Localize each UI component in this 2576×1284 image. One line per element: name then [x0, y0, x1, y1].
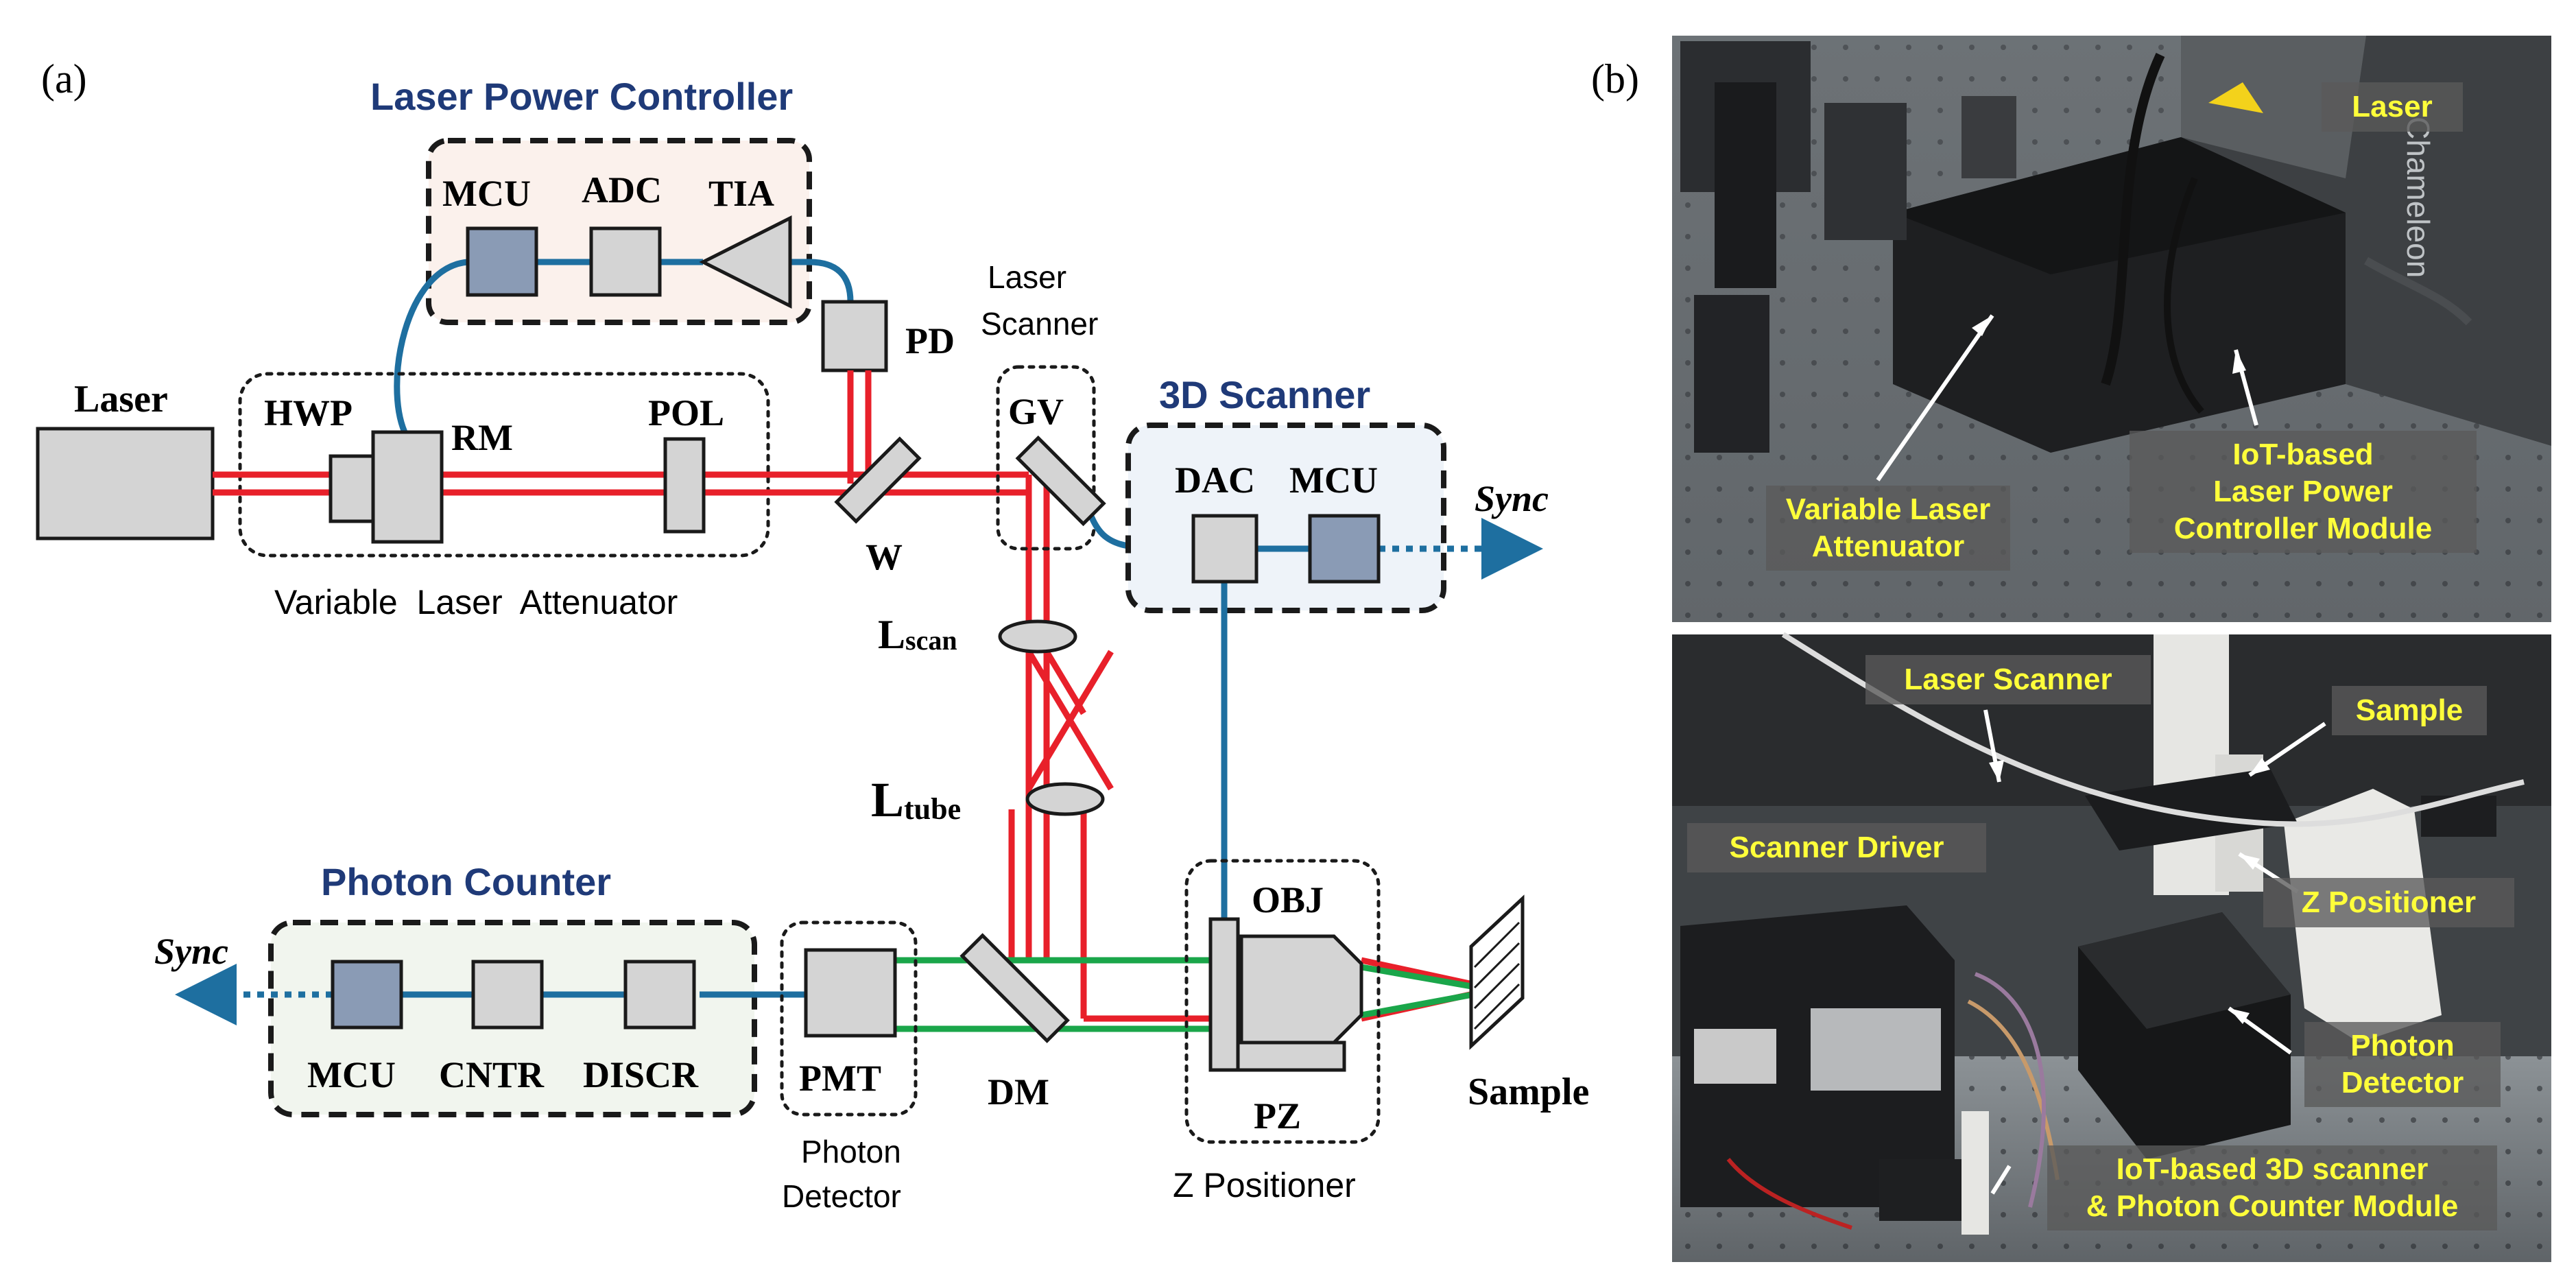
dac-box	[1191, 514, 1259, 584]
l-tube-main: L	[871, 772, 904, 827]
rm-label: RM	[451, 417, 513, 458]
scanner-3d-box	[1125, 423, 1446, 613]
pol-label: POL	[648, 392, 724, 433]
scanner-sync-label: Sync	[1475, 478, 1549, 519]
panel-b-label: (b)	[1591, 56, 1639, 102]
pz-label: PZ	[1254, 1095, 1301, 1137]
discr-label: DISCR	[583, 1054, 699, 1095]
photo-label-z-positioner: Z Positioner	[2263, 878, 2514, 927]
cntr-label: CNTR	[439, 1054, 545, 1095]
laser-label: Laser	[74, 378, 168, 420]
pmt-label: PMT	[799, 1058, 881, 1099]
pc-mcu-label: MCU	[307, 1054, 396, 1095]
tia-amplifier-symbol	[699, 215, 792, 309]
l-tube-label: Ltube	[871, 772, 961, 827]
l-tube-sub: tube	[904, 792, 961, 826]
cntr-box	[471, 960, 544, 1030]
variable-laser-attenuator-box	[238, 372, 770, 558]
l-scan-main: L	[878, 612, 905, 657]
laser-scanner-box	[996, 365, 1096, 551]
l-tube-lens	[1025, 782, 1105, 816]
photo-label-scanner-driver: Scanner Driver	[1687, 823, 1986, 872]
dm-mirror	[959, 933, 1070, 1043]
laser-box	[36, 427, 215, 540]
rm-element	[371, 430, 444, 544]
photo-label-laser: Laser	[2322, 82, 2463, 132]
laser-scanner-caption-1: Laser	[988, 259, 1066, 295]
pmt-box	[804, 948, 897, 1038]
dac-label: DAC	[1175, 460, 1255, 501]
photo-label-iot-controller: IoT-based Laser Power Controller Module	[2130, 431, 2477, 553]
photo-label-photon-detector: Photon Detector	[2304, 1022, 2501, 1107]
l-scan-label: Lscan	[878, 612, 957, 657]
laser-scanner-caption-2: Scanner	[981, 306, 1098, 342]
panel-a-label: (a)	[41, 56, 87, 102]
sample-label: Sample	[1468, 1071, 1589, 1113]
discr-box	[623, 960, 696, 1030]
w-window	[834, 436, 922, 524]
photo-label-sample: Sample	[2332, 686, 2487, 735]
pd-box	[821, 300, 888, 372]
mcu-to-rm-line	[394, 259, 468, 433]
l-scan-lens	[998, 619, 1077, 654]
scanner-3d-title: 3D Scanner	[1159, 373, 1370, 416]
hwp-element	[329, 454, 375, 523]
photo-label-laser-scanner: Laser Scanner	[1865, 655, 2151, 704]
w-label: W	[866, 536, 903, 578]
z-positioner-box	[1184, 859, 1381, 1144]
sample-hatching	[1473, 921, 1520, 1030]
photo-label-iot-3d: IoT-based 3D scanner & Photon Counter Mo…	[2047, 1145, 2497, 1230]
pd-label: PD	[905, 320, 955, 361]
pz-stage-vertical	[1208, 917, 1240, 1072]
gv-label: GV	[1008, 391, 1064, 432]
pz-stage-bottom	[1236, 1041, 1346, 1072]
lpc-mcu-label: MCU	[442, 173, 531, 214]
lpc-adc-box	[589, 226, 662, 297]
attenuator-caption: Variable Laser Attenuator	[274, 583, 678, 621]
lpc-mcu-box	[466, 226, 538, 297]
pd-to-tia-line	[790, 259, 854, 302]
gv-mirror	[1015, 435, 1106, 527]
pc-mcu-box	[331, 960, 403, 1030]
photon-detector-caption-1: Photon	[801, 1134, 901, 1169]
scanner-mcu-box	[1308, 514, 1381, 584]
laser-power-controller-title: Laser Power Controller	[370, 75, 793, 118]
photo-label-variable-attenuator: Variable Laser Attenuator	[1766, 486, 2010, 571]
photon-counter-title: Photon Counter	[321, 860, 611, 903]
z-positioner-caption: Z Positioner	[1173, 1166, 1356, 1204]
photon-detector-box	[780, 920, 918, 1117]
hwp-label: HWP	[264, 392, 353, 433]
lpc-adc-label: ADC	[582, 169, 662, 211]
pc-sync-label: Sync	[154, 931, 228, 972]
photon-detector-caption-2: Detector	[782, 1178, 901, 1214]
pol-element	[663, 437, 706, 534]
lpc-tia-label: TIA	[708, 173, 774, 214]
dm-label: DM	[988, 1071, 1049, 1113]
l-scan-sub: scan	[905, 625, 957, 656]
objective-lens	[1239, 934, 1363, 1045]
laser-brand-text: Chameleon	[2400, 117, 2436, 278]
obj-label: OBJ	[1252, 879, 1324, 920]
sample-slide	[1469, 894, 1525, 1050]
scanner-mcu-label: MCU	[1289, 460, 1378, 501]
